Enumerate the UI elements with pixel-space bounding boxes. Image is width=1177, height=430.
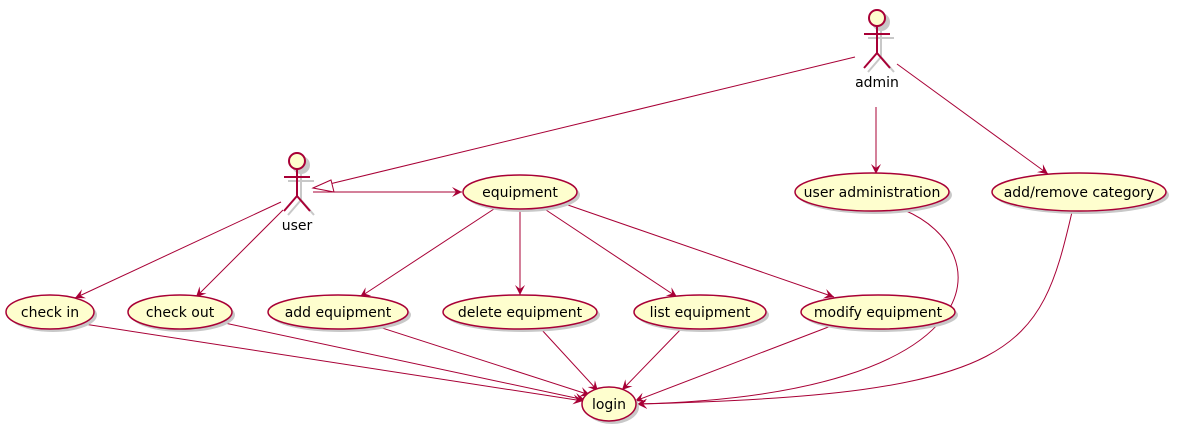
usecase-label: equipment bbox=[482, 185, 558, 201]
actor-figure-icon bbox=[863, 9, 891, 69]
usecase-user-administration: user administration bbox=[794, 172, 952, 214]
relation-delete-equipment-to-login bbox=[540, 328, 599, 392]
usecase-ellipse bbox=[267, 294, 409, 330]
usecase-ellipse bbox=[442, 294, 598, 330]
usecase-label: delete equipment bbox=[458, 305, 583, 321]
usecase-label: add equipment bbox=[285, 305, 392, 321]
usecase-list-equipment: list equipment bbox=[633, 294, 769, 332]
relation-user-to-check-out bbox=[195, 209, 284, 298]
usecase-label: check out bbox=[146, 305, 215, 321]
generalization-arrowhead bbox=[311, 179, 335, 193]
usecase-add-remove-category: add/remove category bbox=[991, 172, 1169, 214]
usecase-label: login bbox=[592, 397, 626, 413]
actor-label: user bbox=[282, 218, 313, 234]
relation-check-out-to-login bbox=[219, 321, 586, 403]
relation-list-equipment-to-login bbox=[621, 326, 684, 391]
usecase-label: add/remove category bbox=[1004, 185, 1155, 201]
usecase-check-in: check in bbox=[5, 294, 97, 332]
usecase-label: user administration bbox=[804, 185, 941, 201]
usecase-check-out: check out bbox=[127, 294, 235, 332]
usecase-label: modify equipment bbox=[814, 305, 943, 321]
usecase-login: login bbox=[581, 386, 639, 424]
usecase-equipment: equipment bbox=[462, 174, 580, 212]
actors-layer: admin user bbox=[282, 9, 899, 234]
usecase-ellipse bbox=[127, 294, 233, 330]
usecase-label: list equipment bbox=[650, 305, 751, 321]
usecase-ellipse bbox=[581, 386, 637, 422]
relation-equipment-to-add-equipment bbox=[359, 206, 498, 298]
actor-figure-icon bbox=[283, 152, 311, 212]
relation-equipment-to-list-equipment bbox=[539, 205, 678, 298]
actor-user: user bbox=[282, 152, 315, 234]
relation-admin-to-add-remove-category bbox=[896, 63, 1049, 175]
relation-add-remove-category-to-login bbox=[636, 211, 1073, 409]
usecase-ellipse bbox=[462, 174, 578, 210]
usecase-ellipse bbox=[991, 172, 1167, 212]
usecase-add-equipment: add equipment bbox=[267, 294, 411, 332]
usecase-modify-equipment: modify equipment bbox=[800, 294, 958, 332]
usecase-ellipse bbox=[800, 294, 956, 330]
usecase-ellipse bbox=[633, 294, 767, 330]
actor-label: admin bbox=[855, 75, 899, 91]
relation-admin-to-user bbox=[312, 56, 856, 189]
usecase-ellipse bbox=[5, 294, 95, 330]
usecase-ellipse bbox=[794, 172, 950, 212]
actor-admin: admin bbox=[855, 9, 899, 91]
relation-equipment-to-modify-equipment bbox=[564, 203, 835, 299]
relation-check-in-to-login bbox=[83, 323, 584, 405]
relation-user-to-check-in bbox=[74, 201, 282, 299]
usecases-layer: equipment user administration add/remove c… bbox=[5, 172, 1169, 424]
relations-layer bbox=[74, 56, 1073, 409]
usecase-delete-equipment: delete equipment bbox=[442, 294, 600, 332]
usecase-label: check in bbox=[21, 305, 79, 321]
relation-modify-equipment-to-login bbox=[634, 325, 832, 403]
relation-add-equipment-to-login bbox=[375, 325, 591, 397]
